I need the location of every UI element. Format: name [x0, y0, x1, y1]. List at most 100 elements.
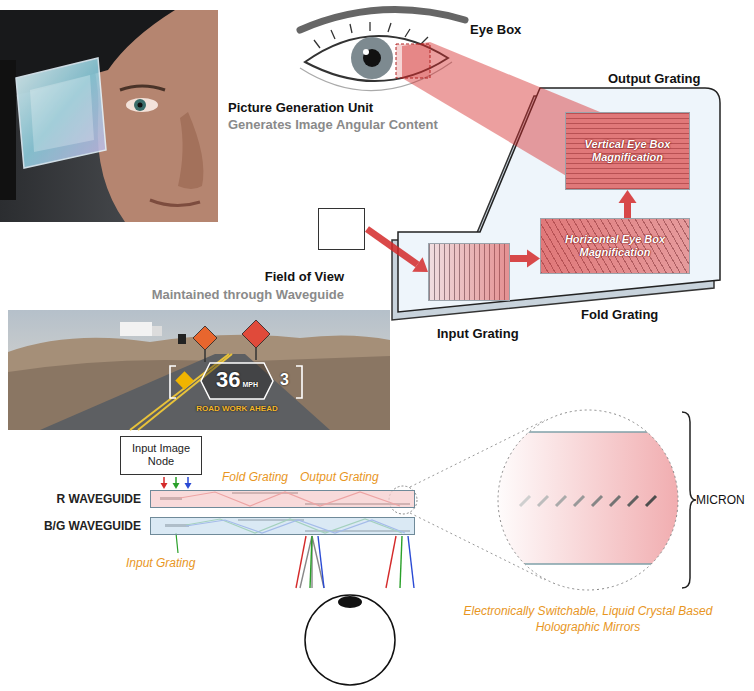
- line-shape: [490, 431, 690, 433]
- connector: [510, 250, 540, 268]
- path-shape: [386, 536, 396, 588]
- grating-title: Input Grating: [437, 326, 519, 341]
- eye-box-label: Eye Box: [470, 22, 521, 37]
- rect-shape: [175, 371, 193, 389]
- connector: [619, 190, 637, 218]
- polygon-shape: [16, 58, 106, 168]
- arrow-head: [161, 483, 168, 489]
- rect-shape: [0, 10, 218, 222]
- arrow-shaft: [163, 477, 165, 483]
- grating-function: Vertical Eye Box Magnification: [566, 113, 689, 189]
- arrow-shaft: [624, 203, 631, 218]
- polygon-shape: [30, 75, 94, 152]
- arrow-shaft: [367, 229, 417, 265]
- grating-callout: Input Grating: [126, 556, 195, 570]
- circle-shape: [498, 410, 678, 590]
- input-grating: Input Grating: [428, 243, 510, 301]
- mirror-caption: Electronically Switchable, Liquid Crysta…: [463, 604, 713, 635]
- waveguide-label: R WAVEGUIDE: [57, 492, 141, 506]
- connector: [161, 477, 192, 489]
- fov-title: Field of View: [265, 269, 344, 284]
- path-shape: [400, 536, 402, 588]
- ellipse-shape: [338, 596, 362, 608]
- path-shape: [296, 536, 306, 588]
- line-shape: [176, 533, 178, 553]
- path-shape: [8, 335, 390, 430]
- circle-shape: [363, 49, 369, 55]
- rect-shape: [152, 326, 162, 336]
- line-shape: [610, 496, 620, 506]
- path-shape: [170, 366, 176, 398]
- path-shape: [310, 536, 312, 588]
- arrow-head: [527, 250, 540, 268]
- arrow-head: [185, 483, 192, 489]
- rect-shape: [120, 322, 152, 336]
- line-shape: [592, 496, 602, 506]
- hud-speed-hexagon: 36MPH: [200, 362, 274, 400]
- line-shape: [628, 496, 638, 506]
- arrow-shaft: [510, 255, 527, 262]
- arrow-head: [619, 190, 637, 203]
- path-shape: [318, 536, 324, 588]
- line-shape: [255, 348, 257, 360]
- grating-title: Output Grating: [608, 71, 700, 86]
- rect-shape: [490, 432, 690, 564]
- speed-unit: MPH: [242, 381, 258, 388]
- path-shape: [300, 10, 465, 30]
- circle-shape: [305, 595, 395, 685]
- component-title: Picture Generation Unit: [228, 100, 373, 115]
- output-grating: Output GratingVertical Eye Box Magnifica…: [565, 112, 690, 190]
- path-shape: [296, 366, 302, 398]
- hud-gear: 3: [280, 371, 289, 389]
- line-shape: [646, 496, 656, 506]
- rect-shape: [490, 400, 690, 600]
- path-shape: [300, 536, 324, 588]
- line-shape: [204, 350, 206, 362]
- rect-shape: [8, 310, 390, 430]
- waveguide-label: B/G WAVEGUIDE: [44, 519, 141, 533]
- hud-warning: ROAD WORK AHEAD: [182, 404, 292, 413]
- ellipse-shape: [126, 98, 158, 112]
- line-shape: [520, 496, 530, 506]
- arrow-head: [173, 483, 180, 489]
- line-shape: [574, 496, 584, 506]
- path-shape: [150, 200, 200, 206]
- path-shape: [682, 412, 696, 588]
- component-note: Generates Image Angular Content: [228, 117, 438, 132]
- circle-shape: [351, 37, 393, 79]
- g-shape: [490, 400, 690, 600]
- polygon-shape: [193, 326, 217, 350]
- fold-grating: Horizontal Eye Box MagnificationFold Gra…: [540, 218, 690, 274]
- fov-note: Maintained through Waveguide: [152, 287, 344, 302]
- arrow-shaft: [175, 477, 177, 483]
- blue-green-waveguide: B/G WAVEGUIDE: [150, 517, 415, 535]
- speed-value: 36: [216, 367, 240, 393]
- rect-shape: [178, 334, 186, 344]
- rect-shape: [396, 44, 430, 78]
- red-waveguide: R WAVEGUIDE: [150, 490, 415, 508]
- circle-shape: [134, 99, 146, 111]
- polygon-shape: [40, 354, 330, 430]
- grating-callout: Fold Grating: [222, 470, 288, 484]
- connector: [367, 229, 428, 272]
- grating-function: Horizontal Eye Box Magnification: [541, 219, 689, 273]
- path-shape: [178, 112, 203, 189]
- node-label: Input Image Node: [129, 442, 193, 468]
- path-shape: [120, 86, 165, 90]
- circle-shape: [363, 49, 381, 67]
- circle-shape: [138, 103, 143, 108]
- polygon-shape: [242, 320, 270, 348]
- rect-shape: [0, 60, 16, 200]
- path-shape: [408, 536, 414, 588]
- grating-callout: Output Grating: [300, 470, 379, 484]
- input-image-node: Input Image Node: [120, 436, 202, 475]
- grating-title: Fold Grating: [581, 307, 658, 322]
- line-shape: [490, 563, 690, 565]
- scale-label: MICRON: [696, 493, 745, 507]
- arrow-shaft: [187, 477, 189, 483]
- hexagon-shape: [201, 363, 273, 399]
- line-shape: [556, 496, 566, 506]
